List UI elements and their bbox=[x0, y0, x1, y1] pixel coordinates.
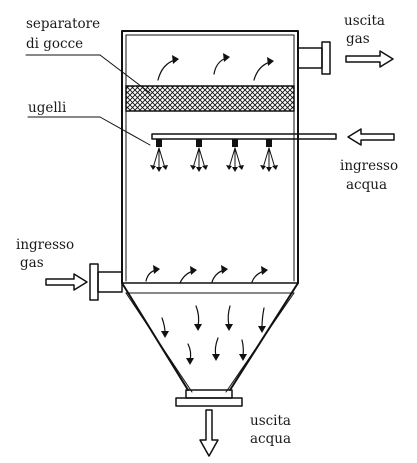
spray-nozzle bbox=[260, 139, 278, 172]
gas-outlet-label-line1: uscita bbox=[344, 13, 385, 29]
water-inlet-label-line2: acqua bbox=[346, 177, 387, 193]
gas-inlet-arrow bbox=[45, 273, 88, 291]
spray-nozzle bbox=[226, 139, 244, 172]
spray-nozzles bbox=[150, 139, 278, 172]
droplet-separator-mesh bbox=[125, 85, 295, 112]
water-outlet-arrow bbox=[199, 409, 219, 457]
water-flow-arrows bbox=[161, 305, 266, 365]
gas-outlet-nozzle bbox=[297, 41, 331, 75]
separator-label-line1: separatore bbox=[26, 16, 100, 32]
conical-hopper bbox=[121, 282, 299, 393]
spray-nozzle bbox=[190, 139, 208, 172]
spray-pipe bbox=[151, 133, 337, 140]
vessel-body bbox=[121, 30, 299, 294]
gas-inlet-label-line2: gas bbox=[20, 255, 44, 271]
gas-outlet-label-line2: gas bbox=[346, 31, 370, 47]
nozzles-leader-line bbox=[99, 116, 151, 146]
gas-inlet-nozzle bbox=[89, 263, 123, 301]
gas-flow-arrows-upper bbox=[157, 53, 274, 81]
nozzles-label: ugelli bbox=[28, 100, 67, 116]
gas-inlet-label-line1: ingresso bbox=[16, 237, 74, 253]
separator-leader-line bbox=[99, 54, 151, 94]
water-inlet-arrow bbox=[347, 128, 395, 146]
gas-outlet-arrow bbox=[345, 50, 394, 68]
gas-flow-arrows-lower bbox=[145, 265, 268, 284]
water-outlet-flange bbox=[175, 389, 243, 407]
spray-nozzle bbox=[150, 139, 168, 172]
water-outlet-label-line2: acqua bbox=[250, 431, 291, 447]
separator-label-line2: di gocce bbox=[26, 36, 83, 52]
water-outlet-label-line1: uscita bbox=[250, 413, 291, 429]
water-inlet-label-line1: ingresso bbox=[340, 158, 398, 174]
